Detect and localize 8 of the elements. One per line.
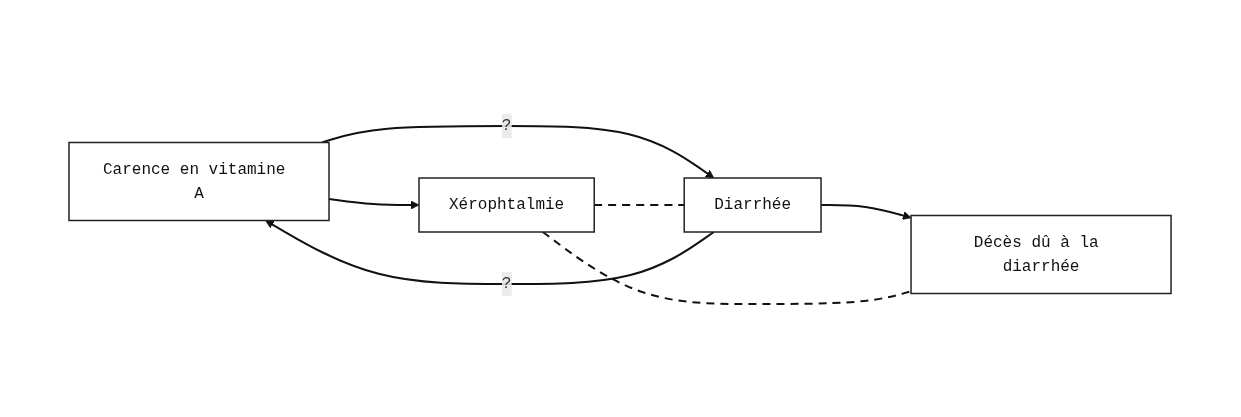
node-box: Xérophtalmie: [418, 176, 596, 233]
edge-label: ?: [502, 274, 512, 293]
node-box: Diarrhée: [683, 176, 823, 233]
edge-label: ?: [502, 116, 512, 135]
arrow: [265, 219, 716, 285]
node-box: Décès dû à la diarrhée: [910, 214, 1173, 294]
node-box: Carence en vitamine A: [68, 141, 331, 221]
arrow: [321, 124, 715, 178]
